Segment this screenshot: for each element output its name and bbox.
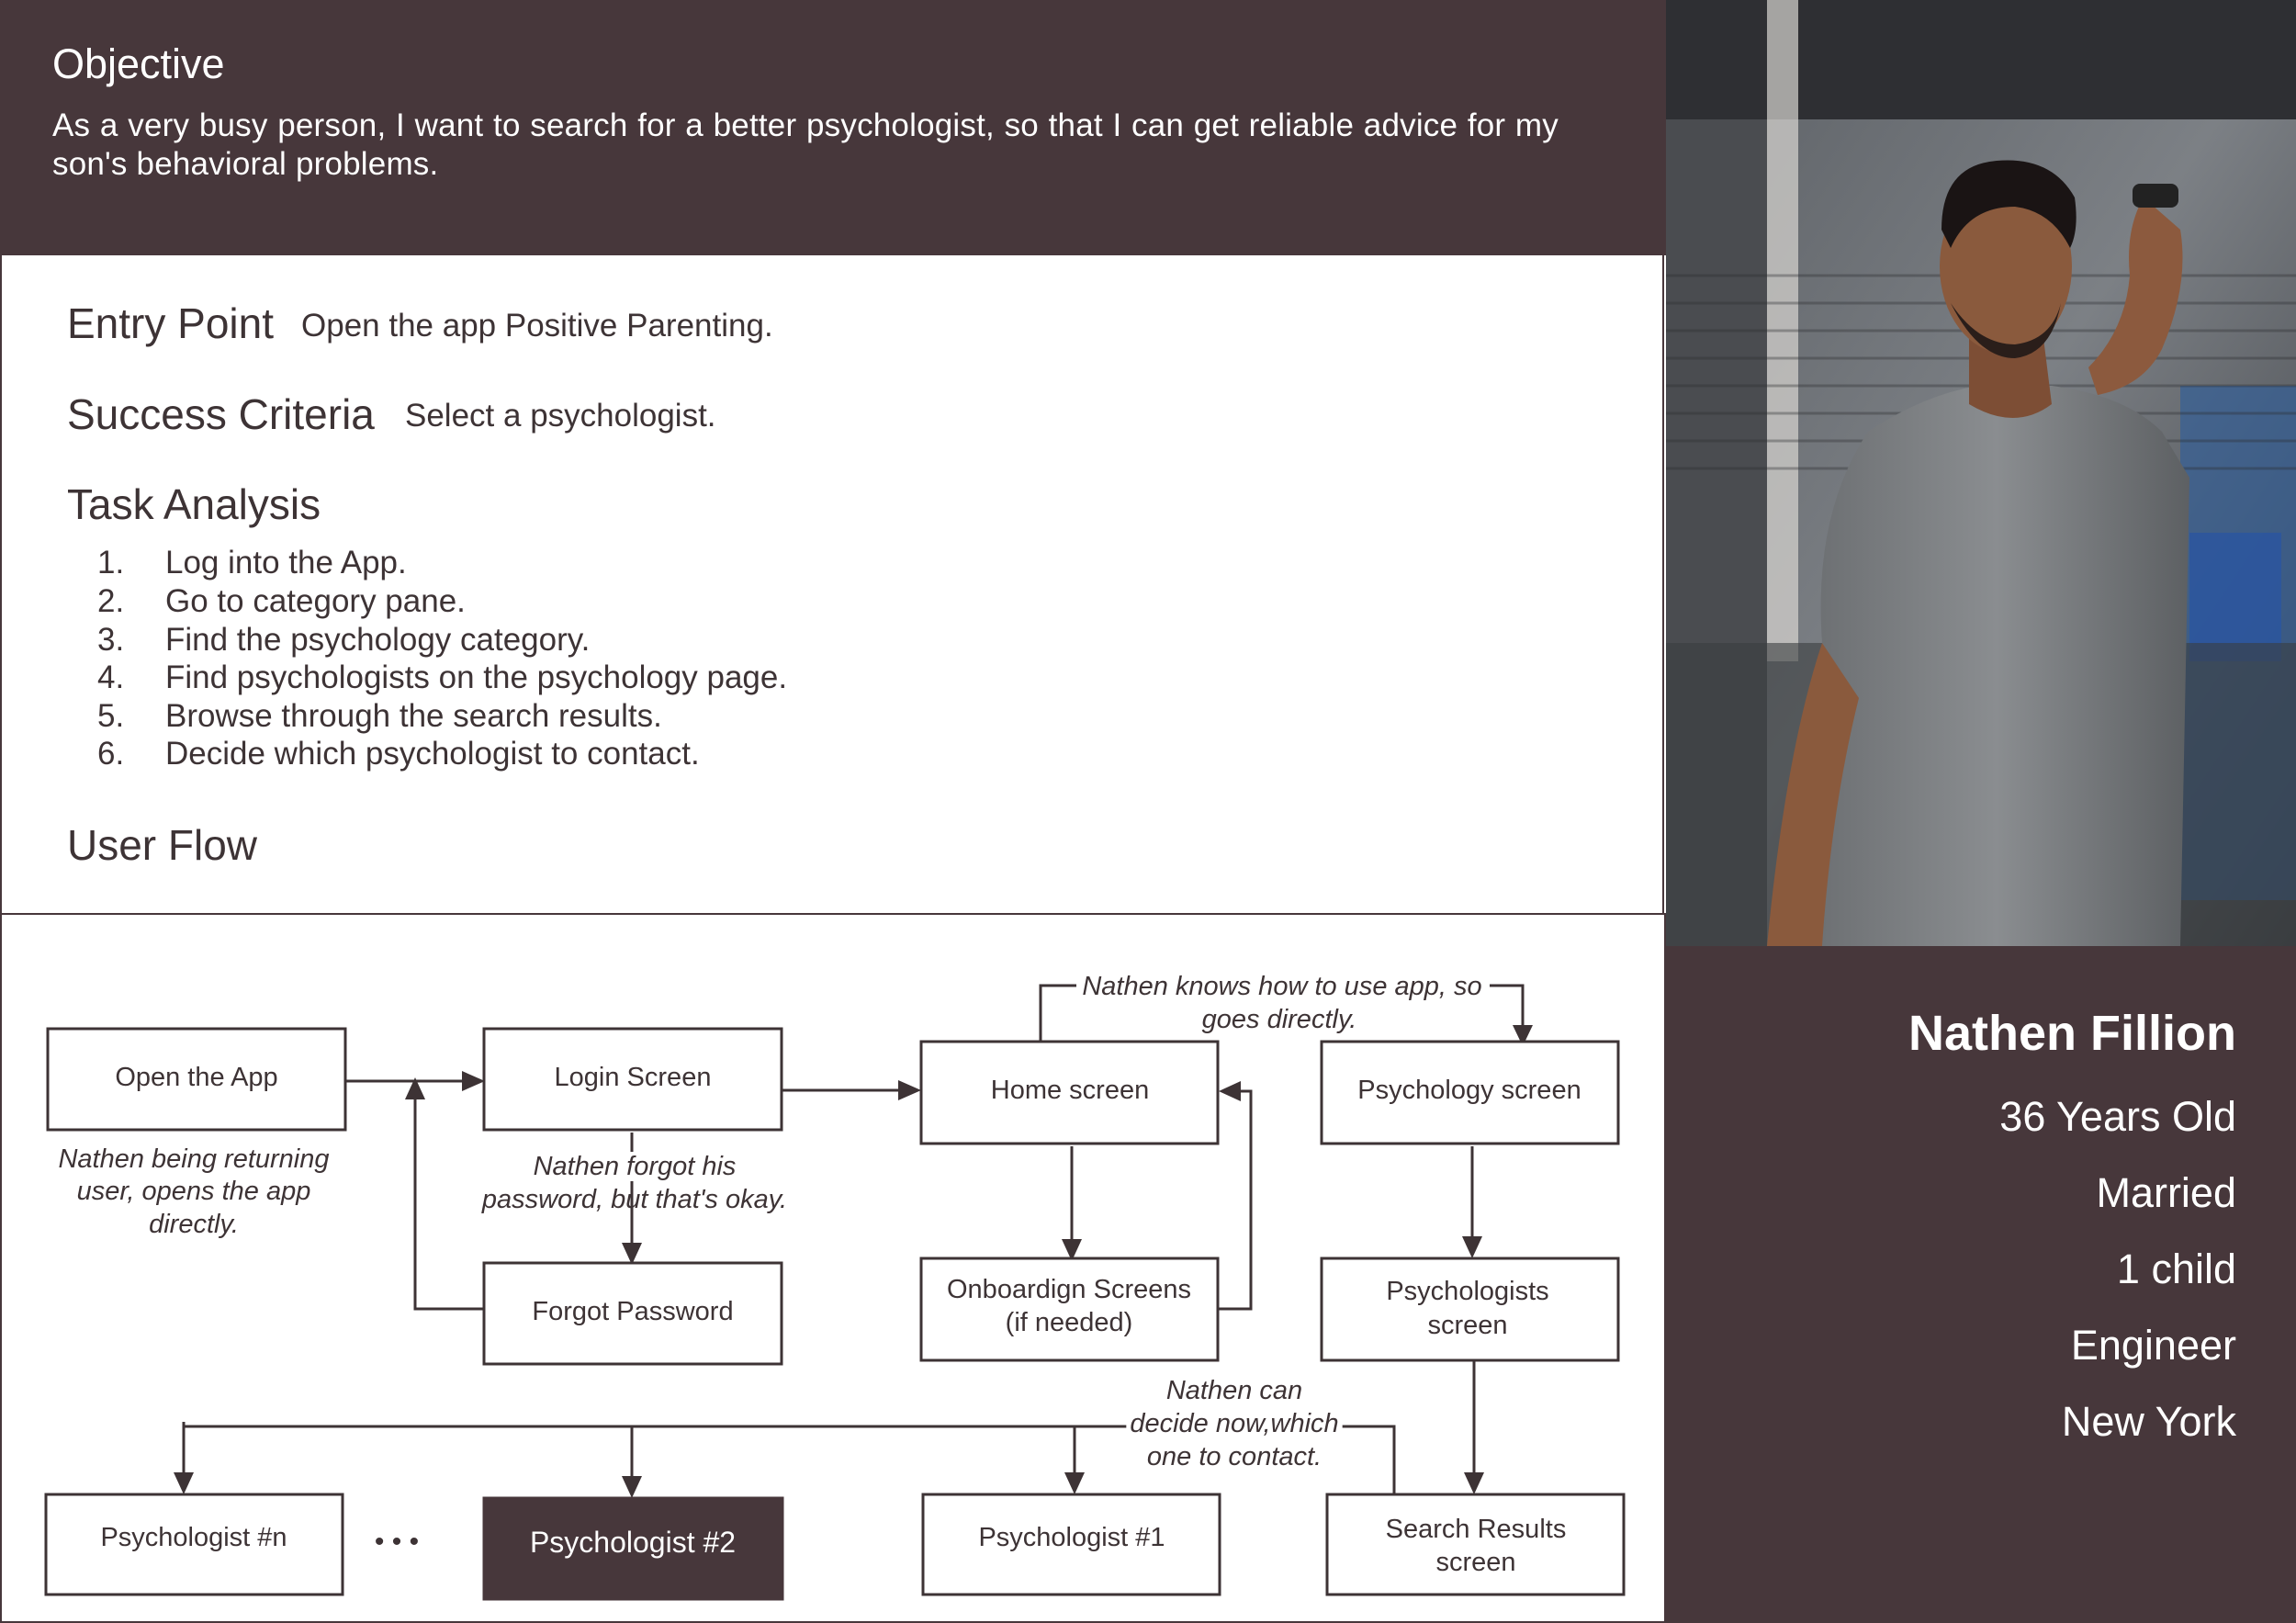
note-forgot-2: password, but that's okay.	[481, 1185, 787, 1214]
task-step-text: Find psychologists on the psychology pag…	[165, 659, 788, 695]
persona-marital-status: Married	[2096, 1169, 2236, 1216]
node-open-app	[46, 1027, 347, 1132]
persona-photo	[1666, 0, 2296, 946]
node-home	[919, 1040, 1220, 1145]
note-knows-2: goes directly.	[1202, 1005, 1357, 1034]
persona-city: New York	[2061, 1398, 2236, 1445]
note-background	[1126, 1409, 1343, 1438]
task-step-number: 4.	[97, 659, 125, 695]
connector-forgot-login	[413, 1098, 484, 1311]
node-psych-2	[482, 1496, 784, 1601]
task-step-number: 5.	[97, 698, 125, 734]
arrowhead	[1464, 1472, 1484, 1494]
arrowhead	[174, 1472, 194, 1494]
task-step-number: 6.	[97, 736, 125, 772]
entry-point-label: Entry Point	[67, 299, 274, 347]
node-psych-1-label: Psychologist #1	[978, 1523, 1165, 1552]
success-criteria-label: Success Criteria	[67, 390, 375, 438]
note-background	[1078, 972, 1486, 1001]
persona-children: 1 child	[2116, 1245, 2236, 1292]
persona-panel: Nathen Fillion 36 Years Old Married 1 ch…	[1666, 946, 2296, 1623]
objective-title: Objective	[52, 40, 225, 87]
photo-svg	[1666, 0, 2296, 946]
node-psychologists-label-2: screen	[1427, 1311, 1507, 1340]
node-psychologists-label-1: Psychologists	[1386, 1277, 1548, 1306]
node-onboarding-label-1: Onboardign Screens	[947, 1275, 1191, 1304]
flow-svg: Open the App Login Screen Home screen Ps…	[44, 972, 1626, 1601]
arrowhead	[1513, 1025, 1533, 1046]
task-step-number: 1.	[97, 545, 125, 580]
node-psych-1	[921, 1493, 1221, 1596]
objective-panel: Objective As a very busy person, I want …	[0, 0, 1666, 255]
connector-onboarding-home	[1218, 1089, 1253, 1311]
task-analysis-label: Task Analysis	[67, 480, 321, 528]
note-decide-1: Nathen can	[1166, 1376, 1302, 1405]
arrowhead	[462, 1071, 485, 1091]
connector-search-branch	[1341, 1425, 1396, 1493]
node-home-label: Home screen	[991, 1076, 1149, 1105]
note-background	[529, 1152, 740, 1181]
note-returning-2: user, opens the app	[77, 1177, 311, 1206]
arrowhead	[1462, 1236, 1482, 1258]
details-panel: Entry Point Open the app Positive Parent…	[0, 255, 1664, 913]
node-psychology-label: Psychology screen	[1357, 1076, 1581, 1105]
node-onboarding	[919, 1257, 1220, 1362]
persona-age: 36 Years Old	[1999, 1093, 2236, 1140]
user-flow-label: User Flow	[67, 821, 258, 869]
note-forgot-1: Nathen forgot his	[534, 1152, 737, 1181]
task-step-text: Browse through the search results.	[165, 698, 662, 734]
arrowhead	[1064, 1472, 1085, 1494]
node-psych-2-label: Psychologist #2	[530, 1526, 736, 1559]
node-search-label-2: screen	[1435, 1548, 1515, 1577]
node-psychology	[1320, 1040, 1620, 1145]
node-psych-n-label: Psychologist #n	[100, 1523, 287, 1552]
arrowhead	[622, 1476, 642, 1498]
node-search	[1325, 1493, 1626, 1596]
note-returning-1: Nathen being returning	[58, 1144, 329, 1174]
objective-text: As a very busy person, I want to search …	[52, 107, 1559, 182]
connector-home-psychology-2	[1490, 984, 1525, 1034]
node-login	[482, 1027, 783, 1132]
task-step-text: Log into the App.	[165, 545, 407, 580]
task-step-text: Decide which psychologist to contact.	[165, 736, 700, 772]
task-step-number: 2.	[97, 583, 125, 619]
entry-point-value: Open the app Positive Parenting.	[301, 308, 773, 344]
persona-occupation: Engineer	[2070, 1322, 2236, 1369]
node-search-label-1: Search Results	[1386, 1515, 1567, 1544]
arrowhead	[405, 1077, 425, 1099]
note-knows-1: Nathen knows how to use app, so	[1082, 972, 1481, 1001]
task-step-number: 3.	[97, 622, 125, 658]
connector-home-psychology	[1039, 984, 1076, 1042]
task-step-text: Find the psychology category.	[165, 622, 591, 658]
note-decide-3: one to contact.	[1147, 1442, 1322, 1471]
node-psychologists	[1320, 1257, 1620, 1362]
arrowhead	[1219, 1081, 1241, 1101]
task-step-text: Go to category pane.	[165, 583, 466, 619]
arrowhead	[1062, 1239, 1082, 1261]
note-decide-2: decide now,which	[1130, 1409, 1338, 1438]
node-psych-n	[44, 1493, 344, 1596]
success-criteria-value: Select a psychologist.	[405, 398, 716, 434]
persona-name: Nathen Fillion	[1908, 1006, 2236, 1061]
node-forgot	[482, 1261, 783, 1366]
ellipsis: • • •	[375, 1527, 419, 1557]
node-forgot-label: Forgot Password	[532, 1297, 733, 1326]
note-returning-3: directly.	[149, 1210, 239, 1239]
arrowhead	[898, 1080, 921, 1100]
arrowhead	[622, 1243, 642, 1265]
node-onboarding-label-2: (if needed)	[1006, 1308, 1133, 1337]
user-flow-diagram: Open the App Login Screen Home screen Ps…	[0, 913, 1666, 1623]
node-login-label: Login Screen	[555, 1063, 712, 1092]
node-open-app-label: Open the App	[115, 1063, 277, 1092]
